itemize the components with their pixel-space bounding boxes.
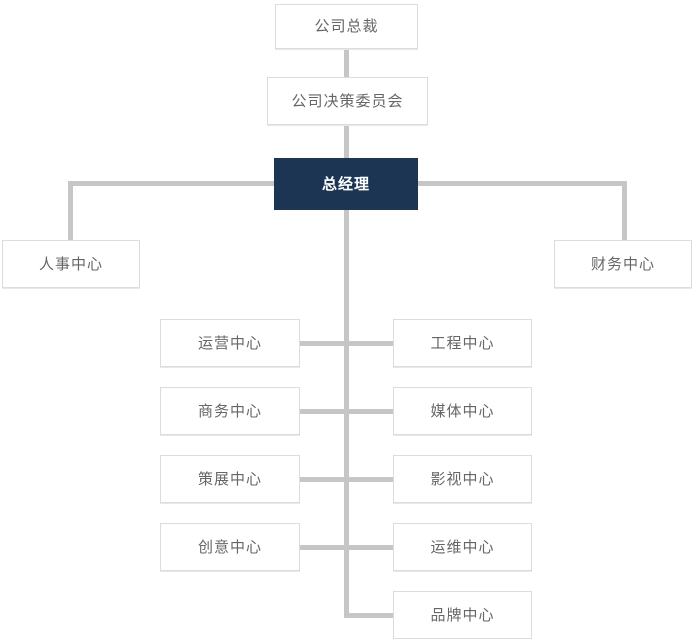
node-engineering-center-label: 工程中心	[430, 334, 495, 352]
connector-president-committee	[344, 48, 349, 78]
node-general-manager[interactable]: 总经理	[274, 158, 418, 210]
node-creative-center[interactable]: 创意中心	[160, 523, 300, 571]
connector-left-vertical	[68, 181, 73, 241]
connector-central-spine	[344, 210, 349, 618]
node-exhibition-center-label: 策展中心	[197, 470, 262, 488]
node-exhibition-center[interactable]: 策展中心	[160, 455, 300, 503]
connector-committee-gm	[344, 124, 349, 159]
node-committee-label: 公司决策委员会	[291, 92, 404, 110]
node-media-center[interactable]: 媒体中心	[393, 387, 532, 435]
node-finance-center[interactable]: 财务中心	[554, 240, 692, 288]
node-operations-center[interactable]: 运营中心	[160, 319, 300, 367]
node-media-center-label: 媒体中心	[430, 402, 495, 420]
node-maintenance-center-label: 运维中心	[430, 538, 495, 556]
connector-row-5	[344, 613, 395, 618]
node-engineering-center[interactable]: 工程中心	[393, 319, 532, 367]
node-brand-center[interactable]: 品牌中心	[393, 591, 532, 639]
node-general-manager-label: 总经理	[321, 175, 370, 193]
node-hr-center-label: 人事中心	[38, 255, 103, 273]
connector-row-1	[298, 341, 395, 346]
node-film-center-label: 影视中心	[430, 470, 495, 488]
node-business-center[interactable]: 商务中心	[160, 387, 300, 435]
node-brand-center-label: 品牌中心	[430, 606, 495, 624]
node-president[interactable]: 公司总裁	[275, 4, 418, 49]
node-film-center[interactable]: 影视中心	[393, 455, 532, 503]
node-president-label: 公司总裁	[314, 18, 379, 35]
node-committee[interactable]: 公司决策委员会	[267, 77, 428, 125]
connector-row-2	[298, 409, 395, 414]
node-finance-center-label: 财务中心	[590, 255, 655, 273]
node-maintenance-center[interactable]: 运维中心	[393, 523, 532, 571]
connector-row-4	[298, 545, 395, 550]
node-business-center-label: 商务中心	[197, 402, 262, 420]
connector-gm-right-horizontal	[416, 181, 627, 186]
node-creative-center-label: 创意中心	[197, 538, 262, 556]
connector-right-vertical	[622, 181, 627, 241]
node-hr-center[interactable]: 人事中心	[2, 240, 140, 288]
node-operations-center-label: 运营中心	[197, 334, 262, 352]
connector-row-3	[298, 477, 395, 482]
connector-gm-left-horizontal	[68, 181, 276, 186]
